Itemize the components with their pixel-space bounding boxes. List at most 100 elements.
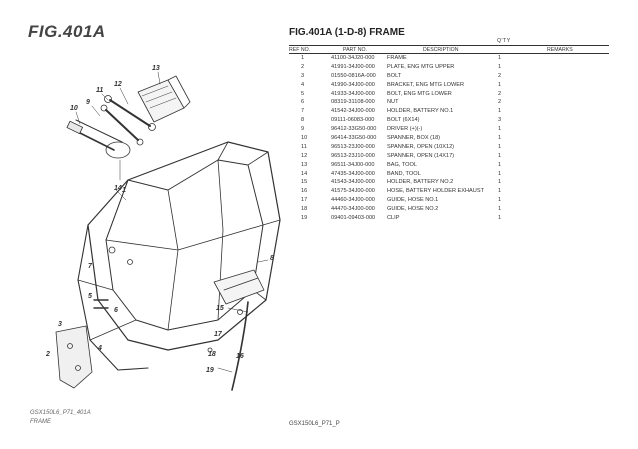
table-row: 16 41575-34J00-000 HOSE, BATTERY HOLDER …	[289, 187, 609, 196]
row-part: 41100-34J20-000	[331, 55, 375, 61]
row-part: 96513-23J10-000	[331, 152, 375, 159]
row-qty: 1	[498, 63, 502, 70]
table-row: 8 09111-06083-000 BOLT (6X14) 3	[289, 116, 609, 125]
row-ref: 12	[301, 152, 308, 159]
row-desc: CLIP	[387, 215, 400, 222]
tool-band-drawing	[105, 141, 131, 159]
frame-exploded-diagram: 13 12 11 9 10 14 1 7 5 6 3 4 2 8 15 16 1…	[45, 65, 281, 391]
leader-lines	[75, 71, 269, 373]
row-ref: 7	[301, 108, 305, 115]
tool-bag-drawing	[137, 75, 191, 123]
row-desc: GUIDE, HOSE NO.2	[387, 206, 439, 213]
hose-drawing	[231, 301, 249, 391]
table-row: 14 47435-34J00-000 BAND, TOOL 1	[289, 170, 609, 179]
row-ref: 8	[301, 117, 305, 124]
row-part: 41575-34J00-000	[331, 188, 375, 195]
row-part: 01550-0816A-000	[331, 72, 376, 79]
row-qty: 1	[498, 143, 502, 150]
callout-16: 16	[236, 353, 244, 360]
row-desc: DRIVER (+)(-)	[387, 126, 423, 133]
row-desc: SPANNER, OPEN (10X12)	[387, 143, 455, 150]
row-part: 09401-09403-000	[331, 215, 376, 222]
row-ref: 15	[301, 179, 308, 186]
qty-header: Q'TY	[497, 38, 511, 44]
row-part: 96414-33G50-000	[331, 135, 377, 142]
table-row: 9 96412-33G50-000 DRIVER (+)(-) 1	[289, 125, 609, 134]
row-qty: 1	[498, 126, 502, 133]
row-part: 09111-06083-000	[331, 117, 375, 124]
row-part: 96412-33G50-000	[331, 126, 377, 133]
row-desc: BRACKET, ENG MTG LOWER	[387, 81, 465, 88]
row-qty: 1	[498, 170, 502, 177]
table-row: 2 41991-34J00-000 PLATE, ENG MTG UPPER 1	[289, 63, 609, 72]
table-row: 12 96513-23J10-000 SPANNER, OPEN (14X17)…	[289, 152, 609, 161]
row-part: 41542-34J00-000	[331, 108, 375, 115]
callout-17: 17	[214, 331, 223, 338]
table-row: 1 41100-34J20-000 FRAME 1	[289, 54, 609, 63]
row-desc: BOLT (6X14)	[387, 117, 420, 124]
row-qty: 1	[498, 81, 502, 88]
row-desc: SPANNER, BOX (18)	[387, 135, 441, 142]
callout-11: 11	[96, 87, 103, 94]
row-qty: 1	[498, 206, 502, 213]
row-desc: GUIDE, HOSE NO.1	[387, 197, 439, 204]
row-ref: 2	[301, 63, 305, 70]
header-ref: REF NO.	[289, 46, 311, 53]
row-qty: 2	[498, 99, 502, 106]
row-ref: 6	[301, 99, 305, 106]
row-ref: 11	[301, 143, 307, 150]
row-qty: 2	[498, 72, 502, 79]
spanner-drawing	[100, 95, 156, 146]
table-row: 13 96511-34J00-000 BAG, TOOL 1	[289, 161, 609, 170]
row-qty: 1	[498, 55, 502, 61]
table-row: 7 41542-34J00-000 HOLDER, BATTERY NO.1 1	[289, 107, 609, 116]
callout-4: 4	[97, 345, 102, 352]
table-row: 6 08319-31108-000 NUT 2	[289, 98, 609, 107]
battery-holder-drawing	[213, 269, 265, 305]
callout-12: 12	[114, 81, 122, 88]
row-part: 41990-34J00-000	[331, 81, 375, 88]
callout-6: 6	[114, 307, 118, 314]
row-part: 41991-34J00-000	[331, 63, 375, 70]
row-ref: 14	[301, 170, 308, 177]
row-part: 44470-34J00-000	[331, 206, 375, 213]
bolt-drawing	[93, 246, 243, 353]
callout-13: 13	[152, 65, 160, 72]
row-ref: 10	[301, 135, 308, 142]
row-part: 41543-34J00-000	[331, 179, 375, 186]
figure-footer-label: FRAME	[30, 419, 51, 425]
row-part: 44460-34J00-000	[331, 197, 375, 204]
row-ref: 5	[301, 90, 305, 97]
row-part: 47435-34J00-000	[331, 170, 375, 177]
callout-8: 8	[270, 255, 274, 262]
driver-drawing	[66, 119, 123, 151]
table-row: 19 09401-09403-000 CLIP 1	[289, 214, 609, 223]
row-desc: PLATE, ENG MTG UPPER	[387, 63, 455, 70]
parts-list-title: FIG.401A (1-D-8) FRAME	[289, 27, 405, 38]
row-part: 96513-23J00-000	[331, 143, 375, 150]
row-qty: 1	[498, 135, 502, 142]
header-remarks: REMARKS	[547, 46, 573, 53]
row-qty: 1	[498, 179, 502, 186]
table-row: 18 44470-34J00-000 GUIDE, HOSE NO.2 1	[289, 205, 609, 214]
row-part: 08319-31108-000	[331, 99, 375, 106]
callout-15: 15	[216, 305, 224, 312]
row-qty: 1	[498, 161, 502, 168]
row-part: 41933-34J00-000	[331, 90, 375, 97]
document-code: GSX150L6_P71_P	[289, 421, 340, 427]
row-ref: 1	[301, 55, 305, 61]
row-qty: 1	[498, 188, 502, 195]
row-qty: 1	[498, 197, 502, 204]
callout-3: 3	[58, 321, 62, 328]
row-ref: 9	[301, 126, 305, 133]
engine-mount-drawing	[55, 325, 93, 389]
row-qty: 2	[498, 90, 502, 97]
table-row: 15 41543-34J00-000 HOLDER, BATTERY NO.2 …	[289, 178, 609, 187]
row-qty: 1	[498, 215, 502, 222]
row-ref: 4	[301, 81, 305, 88]
row-qty: 1	[498, 108, 502, 115]
table-body: 1 41100-34J20-000 FRAME 1 2 41991-34J00-…	[289, 54, 609, 223]
callout-7: 7	[88, 263, 93, 270]
table-row: 11 96513-23J00-000 SPANNER, OPEN (10X12)…	[289, 143, 609, 152]
